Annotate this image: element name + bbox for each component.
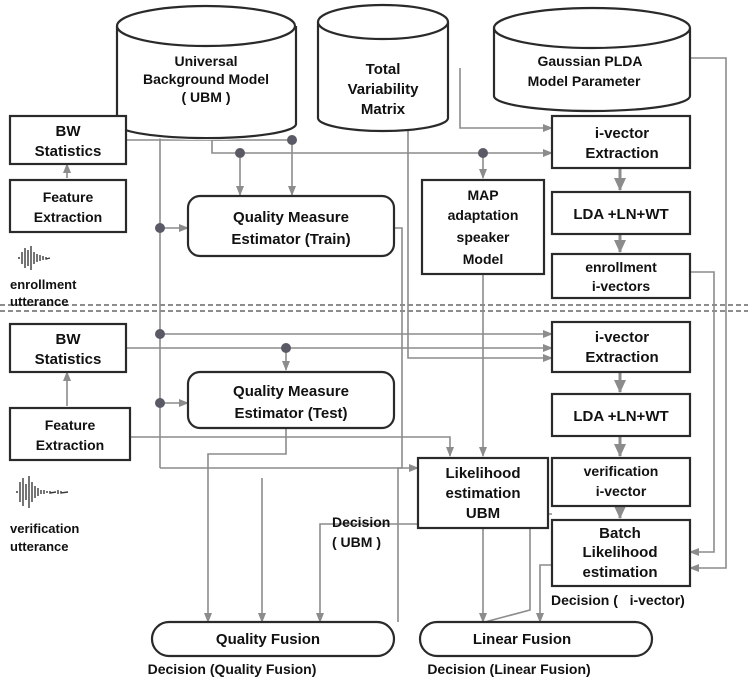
junction-dot [155,223,165,233]
linear-fusion-label: Linear Fusion [473,631,571,648]
enroll-feature-label-1: Feature [43,189,94,205]
verify-utterance-label-1: verification [10,521,79,536]
batch-box: Batch Likelihood estimation [550,518,692,588]
batch-label-2: Likelihood [583,544,658,561]
qm-test-label-1: Quality Measure [233,383,349,400]
enroll-feature-box: Feature Extraction [8,178,128,234]
decision-ubm-label-2: ( UBM ) [332,534,381,550]
enroll-iv-label-2: i-vectors [592,278,651,294]
map-label-1: MAP [467,187,498,203]
qm-test-box: Quality Measure Estimator (Test) [186,370,396,430]
verify-bw-box: BW Statistics [8,322,128,374]
decision-quality-fusion-label: Decision (Quality Fusion) [148,661,317,677]
verif-iv-label-2: i-vector [596,483,647,499]
likelihood-box: Likelihood estimation UBM [416,456,550,530]
linear-fusion-box: Linear Fusion [418,620,654,658]
tv-label-3: Matrix [361,101,406,118]
likelihood-to-quality-fusion [316,523,418,623]
ubm-label-2: Background Model [143,71,269,87]
enroll-bw-label-1: BW [56,123,82,140]
verif-iv-box: verification i-vector [550,456,692,508]
decision-ivector-label: Decision ( i-vector) [551,592,685,608]
enroll-iv-label-1: enrollment [585,259,657,275]
junction-dot [155,329,165,339]
plda-to-batch [689,57,727,572]
enroll-lda-box: LDA +LN+WT [550,190,692,236]
tv-to-ivector-verify [407,128,553,362]
tv-label-2: Variability [348,81,420,98]
qm-test-to-fusion [204,428,287,623]
junction-dot [478,148,488,158]
enroll-iv-to-batch [689,271,715,556]
map-label-2: adaptation [448,207,519,223]
enroll-bw-label-2: Statistics [35,143,102,160]
verify-bw-label-1: BW [56,331,82,348]
batch-label-3: estimation [582,564,657,581]
verify-feature-box: Feature Extraction [8,406,132,462]
likelihood-label-3: UBM [466,505,500,522]
likelihood-label-2: estimation [445,485,520,502]
verif-iv-label-1: verification [584,463,659,479]
qm-train-label-2: Estimator (Train) [231,231,350,248]
enroll-bw-box: BW Statistics [8,114,128,166]
enroll-lda-label: LDA +LN+WT [573,206,668,223]
likelihood-label-1: Likelihood [446,465,521,482]
plda-label-2: Model Parameter [528,73,641,89]
junction-dot [287,135,297,145]
feat-verify-to-likelihood [130,436,454,457]
enroll-iv-box: enrollment i-vectors [550,252,692,300]
verify-feature-label-2: Extraction [36,437,104,453]
map-label-3: speaker [457,229,510,245]
enroll-ivector-label-2: Extraction [585,145,658,162]
map-box: MAP adaptation speaker Model [420,178,546,276]
quality-fusion-box: Quality Fusion [150,620,396,658]
junction-dot [281,343,291,353]
verify-ivector-label-2: Extraction [585,349,658,366]
enroll-feature-label-2: Extraction [34,209,102,225]
decision-ubm-label-1: Decision [332,514,390,530]
quality-fusion-label: Quality Fusion [216,631,320,648]
map-label-4: Model [463,251,503,267]
batch-to-quality-fusion [439,513,552,636]
verify-ivector-label-1: i-vector [595,329,649,346]
qm-train-label-1: Quality Measure [233,209,349,226]
junction-dot [155,398,165,408]
plda-label-1: Gaussian PLDA [537,53,642,69]
verify-lda-box: LDA +LN+WT [550,392,692,438]
enroll-ivector-box: i-vector Extraction [550,114,692,170]
verify-feature-label-1: Feature [45,417,96,433]
decision-linear-fusion-label: Decision (Linear Fusion) [427,661,590,677]
batch-to-linear-fusion [536,564,552,623]
ubm-label-1: Universal [174,53,237,69]
tv-label-1: Total [366,61,401,78]
batch-label-1: Batch [599,525,641,542]
verify-waveform-icon [16,476,69,508]
tv-database: Total Variability Matrix [316,3,450,133]
plda-database: Gaussian PLDA Model Parameter [492,6,692,113]
qm-test-label-2: Estimator (Test) [234,405,347,422]
verify-utterance-label-2: utterance [10,539,69,554]
junction-dots [155,135,488,408]
verify-lda-label: LDA +LN+WT [573,408,668,425]
enroll-utterance-label-2: utterance [10,294,69,309]
tv-to-ivector-enroll [459,68,553,132]
verify-ivector-box: i-vector Extraction [550,320,692,374]
ubm-label-3: ( UBM ) [182,89,231,105]
qm-train-line [394,227,403,622]
qm-train-box: Quality Measure Estimator (Train) [186,194,396,258]
junction-dot [235,148,245,158]
ubm-database: Universal Background Model ( UBM ) [115,4,298,140]
enroll-utterance-label-1: enrollment [10,277,77,292]
verify-bw-label-2: Statistics [35,351,102,368]
enroll-waveform-icon [18,246,51,270]
enroll-ivector-label-1: i-vector [595,125,649,142]
